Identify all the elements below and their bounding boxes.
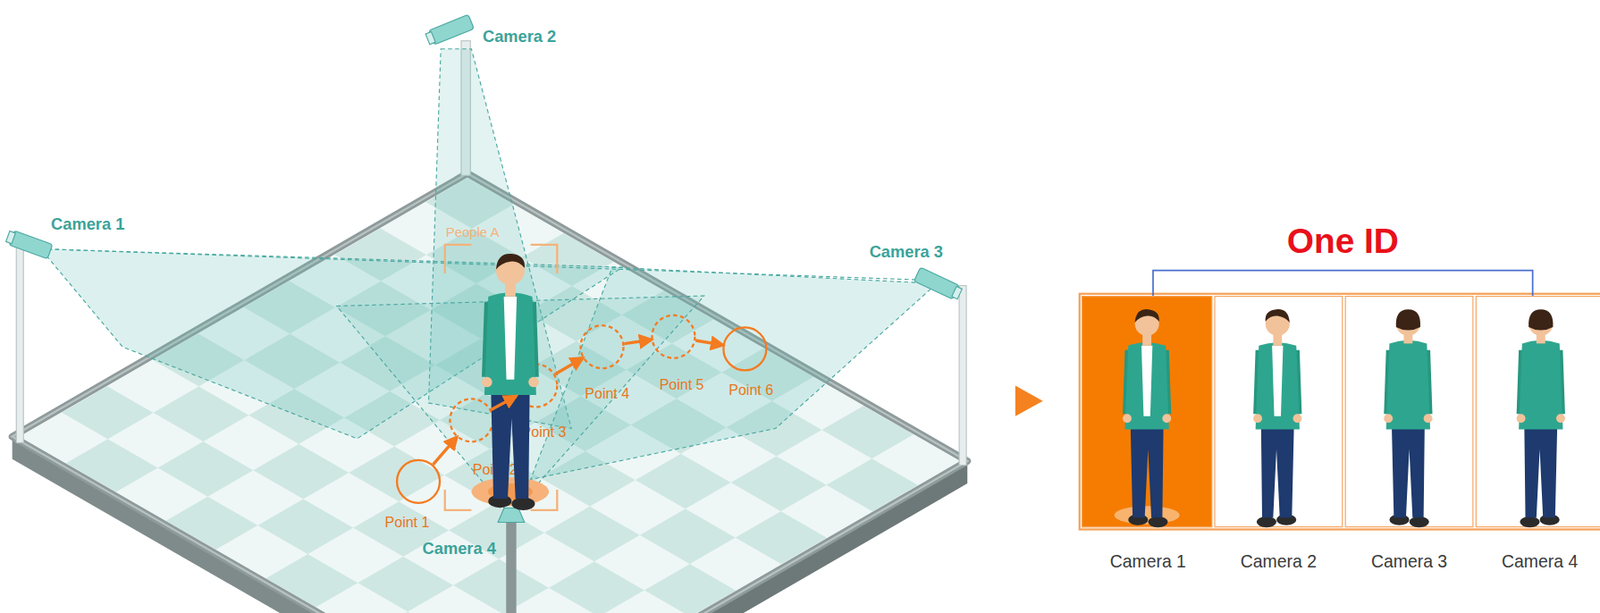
trajectory-arrow	[432, 437, 456, 465]
point-circle	[723, 327, 767, 371]
camera-label: Camera 1	[50, 215, 125, 235]
camera-icon	[5, 228, 53, 259]
camera-pole	[16, 246, 24, 443]
camera-lens	[6, 231, 17, 245]
position-spot	[488, 483, 533, 500]
point-label: Point 2	[472, 461, 518, 478]
camera-body	[913, 267, 960, 300]
trajectory-arrow	[555, 358, 583, 375]
floor-side	[12, 437, 513, 613]
person-figure	[481, 253, 539, 511]
camera-view-panel: Camera 1	[1081, 295, 1213, 528]
floor-rim	[12, 173, 969, 613]
detection-bracket	[445, 489, 558, 511]
position-spot	[471, 477, 549, 506]
point-label: Point 3	[522, 423, 567, 440]
flow-arrow	[1015, 386, 1044, 417]
floor	[12, 173, 969, 613]
id-label: One ID	[1287, 220, 1399, 262]
floor-side	[512, 461, 968, 613]
track-point: Point 6	[722, 326, 767, 371]
point-circle	[581, 325, 624, 369]
trajectory-arrow	[623, 339, 651, 344]
camera-view	[428, 49, 572, 430]
camera-caption: Camera 1	[1110, 552, 1187, 573]
point-label: Point 6	[728, 381, 774, 398]
group-bracket	[1153, 270, 1533, 297]
camera-view-panel: Camera 4	[1475, 295, 1600, 528]
camera-caption: Camera 4	[1501, 552, 1578, 573]
point-outline	[395, 459, 441, 505]
camera-pole	[505, 522, 516, 613]
point-label: Point 4	[584, 386, 630, 403]
camera-view	[41, 249, 624, 439]
trajectory-arrow	[695, 340, 723, 346]
camera-body	[8, 230, 53, 260]
panel-frame	[1079, 294, 1600, 531]
person-figure	[1383, 309, 1432, 528]
camera-icon	[424, 14, 474, 47]
person-figure	[1122, 309, 1171, 528]
track-point: Point 1	[395, 459, 441, 505]
position-spot	[1114, 505, 1180, 525]
person-tag: People A	[446, 225, 499, 241]
camera-icon	[497, 508, 525, 523]
point-label: Point 5	[659, 376, 705, 393]
trajectory-arrow	[491, 395, 517, 410]
point-circle	[513, 364, 557, 408]
person-figure	[1253, 309, 1302, 528]
point-outline	[579, 324, 624, 370]
camera-caption: Camera 3	[1371, 552, 1448, 573]
track-point: Point 3	[513, 362, 558, 408]
detection-bracket	[445, 244, 558, 274]
track-point: Point 4	[579, 324, 624, 370]
camera-label: Camera 3	[869, 243, 944, 262]
floor-tiles	[19, 177, 960, 613]
point-outline	[722, 326, 767, 371]
camera-label: Camera 2	[482, 27, 556, 47]
view-line	[41, 249, 940, 281]
point-label: Point 1	[385, 513, 430, 531]
camera-body	[428, 14, 474, 45]
point-circle	[651, 315, 695, 359]
camera-caption: Camera 2	[1240, 552, 1317, 573]
camera-lens	[425, 32, 436, 45]
camera-view-panel: Camera 3	[1345, 295, 1474, 528]
point-outline	[448, 397, 494, 443]
track-point: Point 2	[448, 397, 494, 443]
camera-view	[530, 267, 937, 480]
camera-lens	[951, 286, 963, 299]
point-outline	[513, 362, 558, 408]
person-figure	[1516, 309, 1566, 528]
point-circle	[449, 398, 493, 442]
point-circle	[396, 460, 440, 504]
camera-icon	[913, 267, 963, 302]
camera-pole	[959, 286, 967, 466]
point-outline	[650, 314, 696, 360]
track-point: Point 5	[650, 314, 696, 360]
camera-pole	[461, 41, 471, 177]
camera-view-panel: Camera 2	[1213, 295, 1343, 528]
camera-label: Camera 4	[422, 539, 497, 559]
camera-view	[336, 295, 705, 515]
